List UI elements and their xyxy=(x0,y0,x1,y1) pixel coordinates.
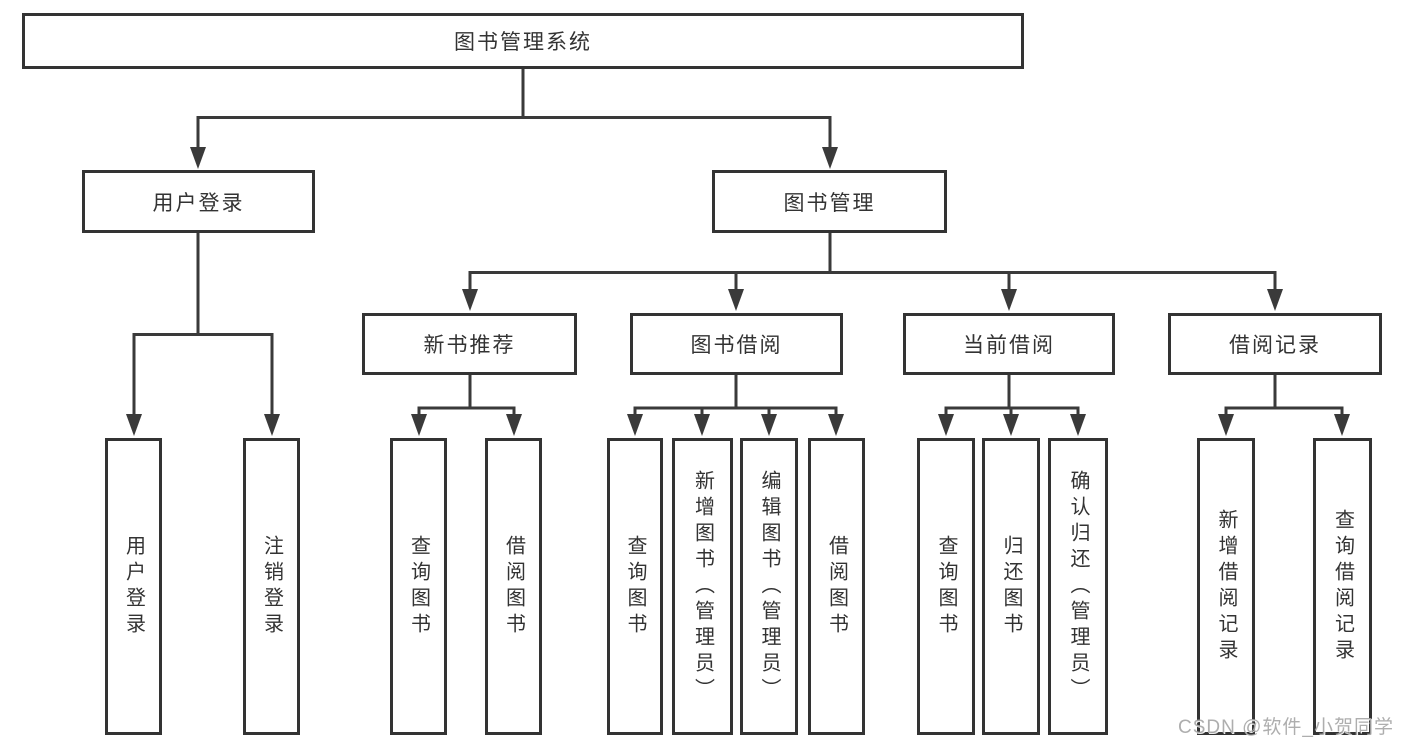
csdn-watermark: CSDN @软件_小贺同学 xyxy=(1178,717,1394,738)
leaf-borrow-books-borrowing: 借阅图书 xyxy=(808,438,865,735)
leaf-query-borrow-record: 查询借阅记录 xyxy=(1313,438,1372,735)
node-label: 新书推荐 xyxy=(423,334,516,357)
leaf-return-books: 归还图书 xyxy=(982,438,1040,735)
leaf-user-login: 用户登录 xyxy=(105,438,162,735)
node-label: 编辑图书（管理员） xyxy=(758,469,780,704)
node-book-management: 图书管理 xyxy=(712,170,947,233)
node-library-management-system: 图书管理系统 xyxy=(22,13,1024,69)
leaf-query-books-recommend: 查询图书 xyxy=(390,438,447,735)
node-user-login: 用户登录 xyxy=(82,170,315,233)
node-label: 借阅图书 xyxy=(502,534,525,639)
leaf-borrow-books-recommend: 借阅图书 xyxy=(485,438,542,735)
leaf-confirm-return-admin: 确认归还（管理员） xyxy=(1048,438,1108,735)
node-label: 用户登录 xyxy=(152,191,245,215)
leaf-add-borrow-record: 新增借阅记录 xyxy=(1197,438,1255,735)
node-label: 借阅图书 xyxy=(825,534,848,639)
node-label: 图书借阅 xyxy=(690,334,783,357)
leaf-edit-books-admin: 编辑图书（管理员） xyxy=(740,438,798,735)
node-label: 新增借阅记录 xyxy=(1215,508,1237,665)
leaf-query-books-borrowing: 查询图书 xyxy=(607,438,663,735)
node-label: 用户登录 xyxy=(122,534,145,639)
leaf-logout: 注销登录 xyxy=(243,438,300,735)
node-label: 当前借阅 xyxy=(963,334,1055,357)
node-label: 查询图书 xyxy=(935,534,957,639)
node-label: 确认归还（管理员） xyxy=(1067,469,1089,704)
node-label: 图书管理系统 xyxy=(454,31,592,54)
node-label: 图书管理 xyxy=(783,191,876,215)
leaf-add-books-admin: 新增图书（管理员） xyxy=(672,438,733,735)
node-label: 归还图书 xyxy=(1000,534,1022,639)
node-label: 借阅记录 xyxy=(1229,334,1321,357)
node-book-borrowing: 图书借阅 xyxy=(630,313,843,375)
arrowheads xyxy=(126,147,1350,436)
node-label: 注销登录 xyxy=(260,534,283,639)
node-label: 查询图书 xyxy=(624,534,646,639)
node-label: 查询借阅记录 xyxy=(1331,508,1354,665)
node-borrowing-records: 借阅记录 xyxy=(1168,313,1382,375)
node-current-borrowing: 当前借阅 xyxy=(903,313,1115,375)
node-label: 查询图书 xyxy=(407,534,430,639)
node-new-book-recommendation: 新书推荐 xyxy=(362,313,577,375)
leaf-query-books-current: 查询图书 xyxy=(917,438,975,735)
node-label: 新增图书（管理员） xyxy=(691,469,714,704)
